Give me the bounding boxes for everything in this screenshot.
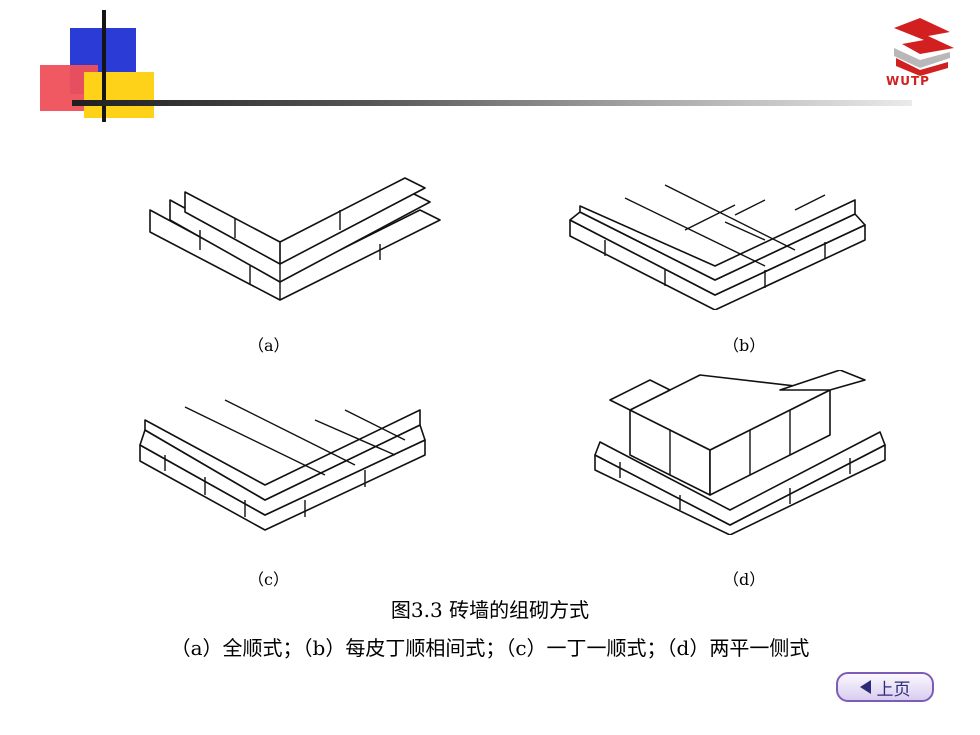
figure-c-brick-corner bbox=[139, 399, 426, 531]
figure-c-label: （c） bbox=[248, 570, 289, 589]
prev-page-label: 上页 bbox=[876, 679, 911, 700]
decor-header-rule bbox=[72, 100, 912, 106]
figure-b-label: （b） bbox=[723, 336, 766, 355]
figure-d-label: （d） bbox=[723, 570, 766, 589]
figure-caption: 图3.3 砖墙的组砌方式 bbox=[390, 598, 590, 622]
decor-yellow-square bbox=[84, 72, 154, 118]
left-arrow-icon bbox=[859, 680, 871, 694]
logo-text: WUTP bbox=[886, 74, 930, 88]
decor-vertical-line bbox=[102, 10, 106, 122]
wutp-logo-icon bbox=[894, 18, 954, 76]
figure-a-brick-corner bbox=[149, 177, 441, 301]
figure-b-brick-corner bbox=[569, 184, 866, 310]
figure-subcaption: （a）全顺式；（b）每皮丁顺相间式；（c）一丁一顺式；（d）两平一侧式 bbox=[170, 636, 810, 660]
figure-a-label: （a） bbox=[248, 336, 290, 355]
figure-d-brick-corner bbox=[594, 370, 886, 535]
prev-page-button[interactable]: 上页 bbox=[836, 672, 934, 702]
